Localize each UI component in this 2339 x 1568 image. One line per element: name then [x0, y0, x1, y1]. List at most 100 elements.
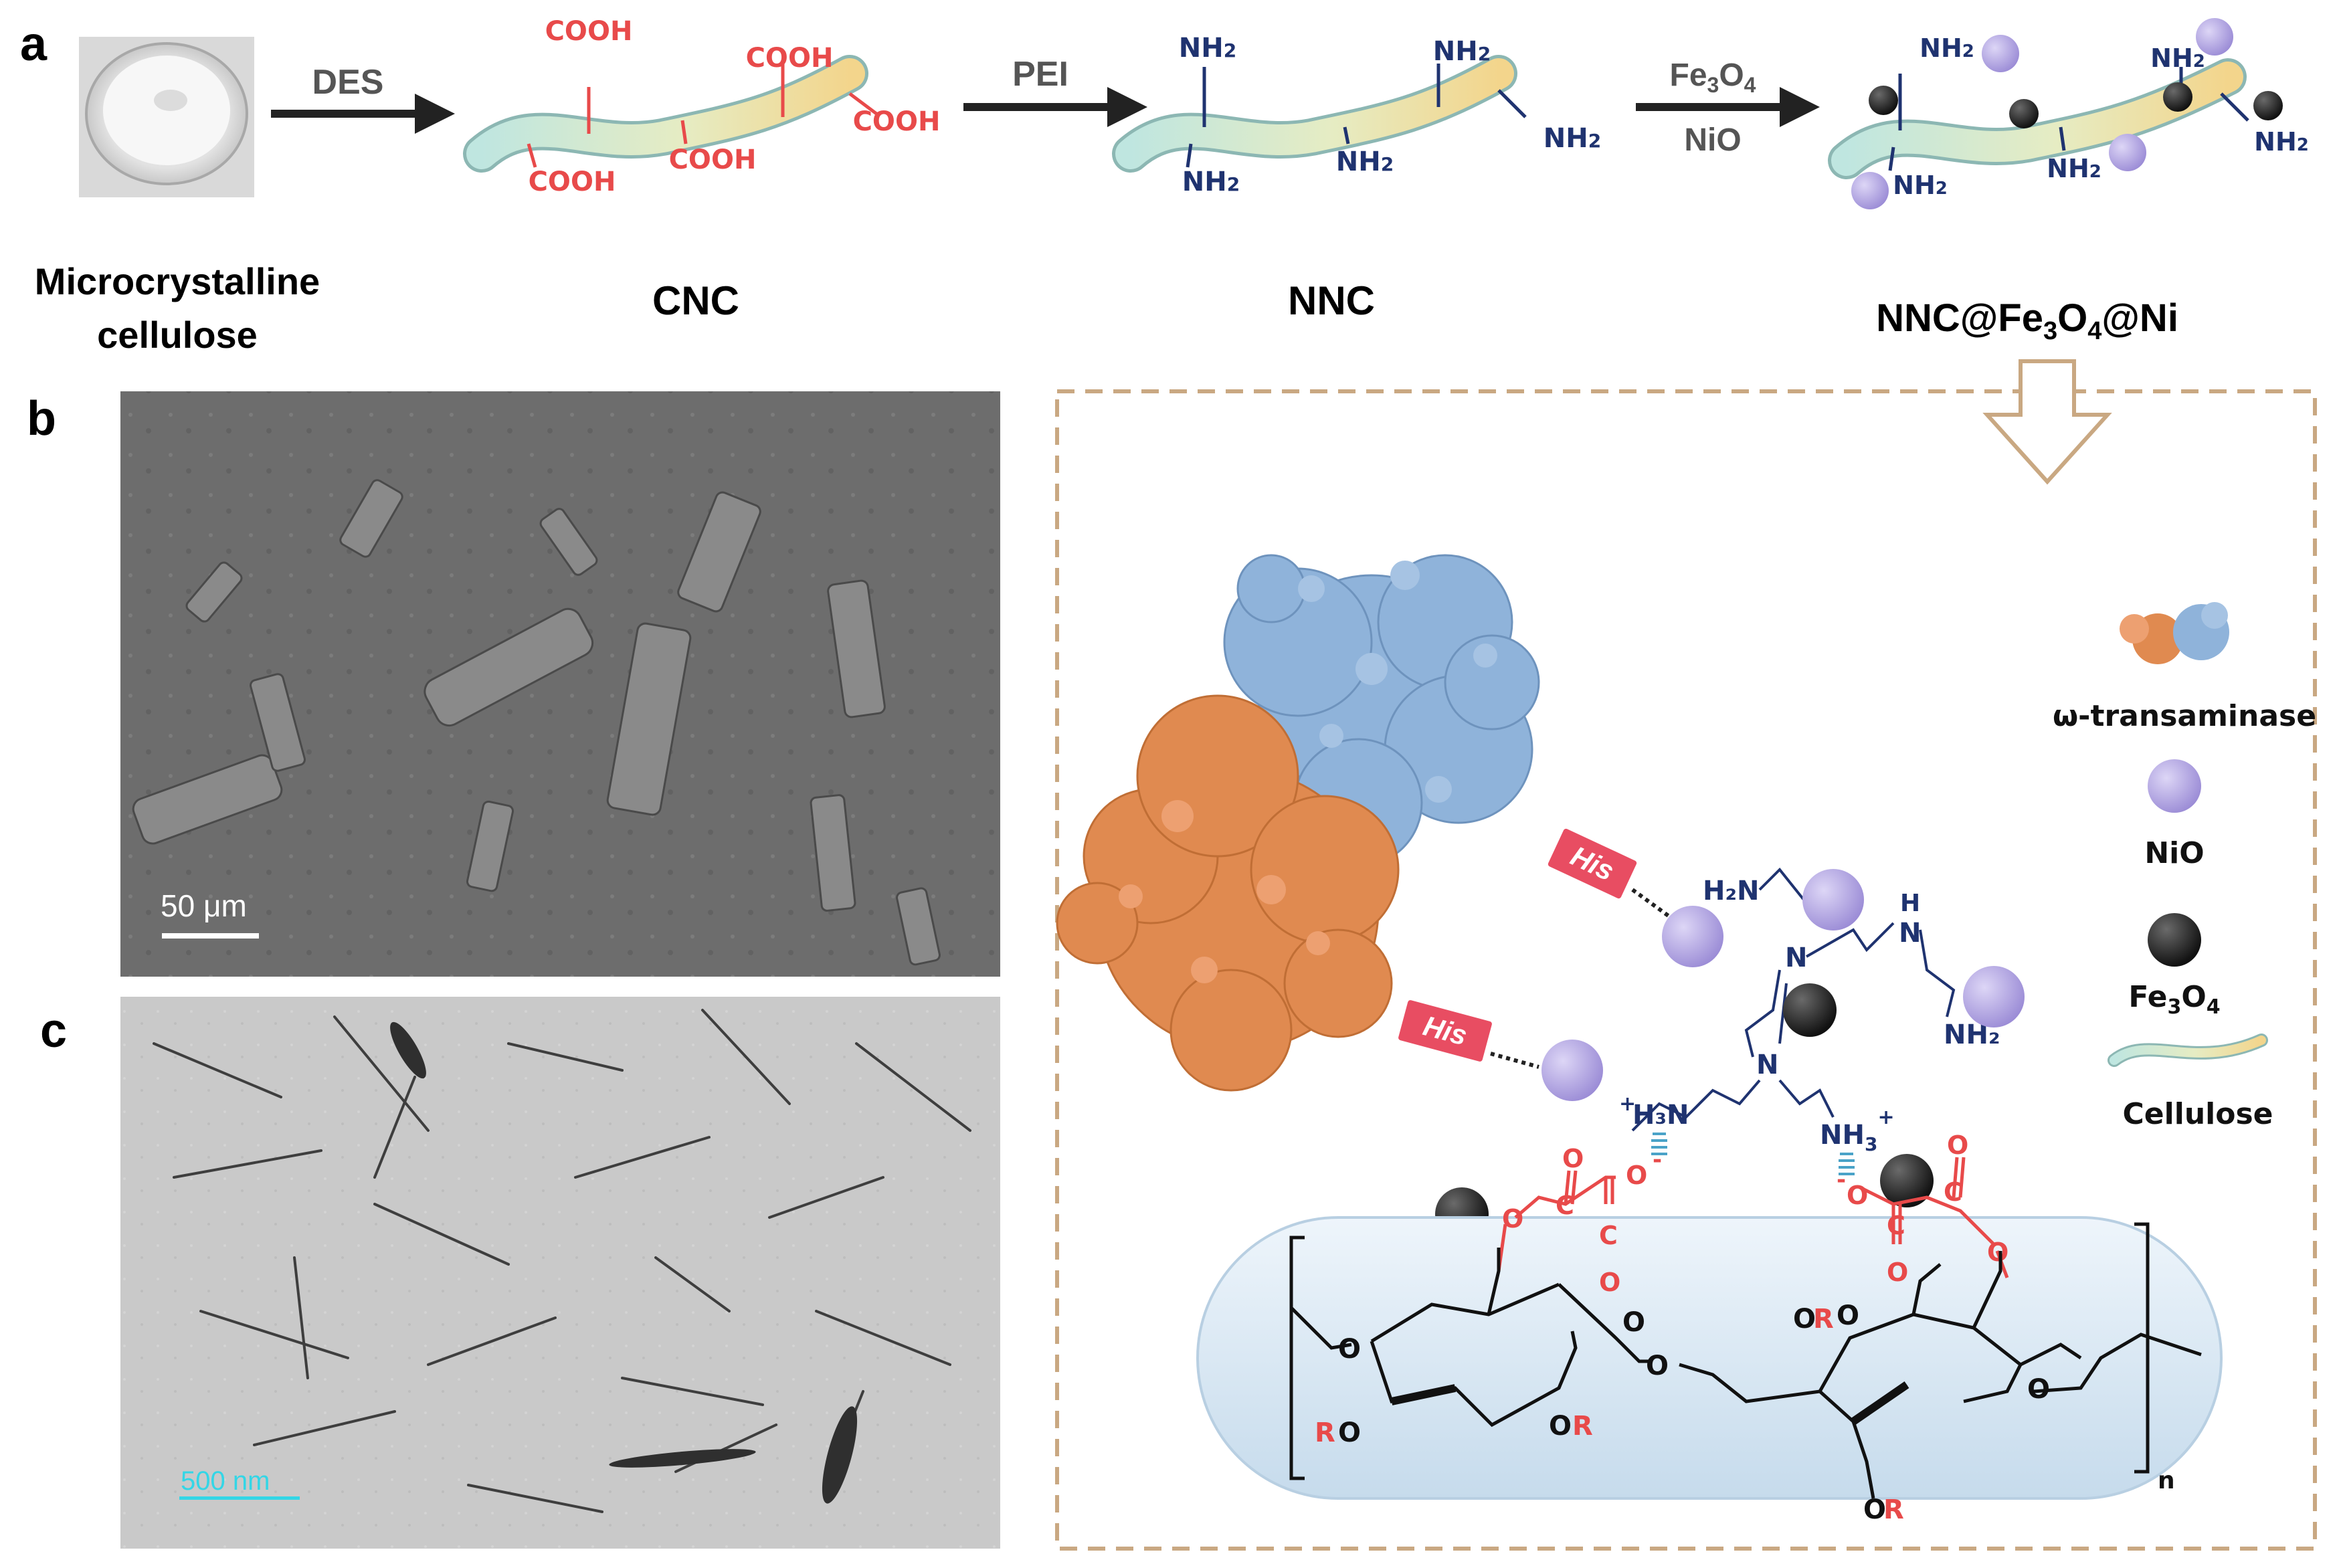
svg-text:NH2: NH2	[2047, 154, 2101, 183]
panel-label-a: a	[20, 17, 48, 71]
cooh-label: COOH	[529, 167, 616, 197]
oxalate-c: C	[1599, 1221, 1618, 1250]
fe3o4-particle	[1880, 1154, 1934, 1207]
svg-text:NH2: NH2	[1336, 146, 1394, 177]
oxalate-c: C	[1887, 1211, 1905, 1240]
cellulose-capsule	[1196, 1216, 2223, 1500]
pei-h: H	[1900, 890, 1920, 917]
cellulose-r: R	[1883, 1494, 1904, 1525]
svg-text:NH2: NH2	[1179, 33, 1236, 64]
legend-enzyme-icon	[2120, 602, 2229, 664]
cellulose-o: O	[1793, 1304, 1816, 1335]
pei-n-2: N	[1899, 918, 1921, 949]
nio-particle	[1541, 1040, 1603, 1101]
oxalate-o-minus: -	[1837, 1167, 1846, 1193]
nh2-labels-nnc: NH2 NH2 NH2 NH2 NH2	[1179, 33, 1601, 197]
mcc-photo	[79, 37, 254, 197]
cellulose-o: O	[1338, 1417, 1361, 1448]
pei-h2n: H₂N	[1703, 876, 1759, 906]
cellulose-o: O	[1646, 1351, 1669, 1381]
pei-h3n-plus: +	[1619, 1092, 1636, 1116]
cellulose-o: O	[1837, 1300, 1859, 1331]
legend-cellulose-label: Cellulose	[2123, 1097, 2273, 1131]
oxalate-o: O	[1502, 1204, 1523, 1234]
mcc-label-line1: Microcrystalline	[35, 260, 320, 302]
legend-fe3o4-label: Fe3O4	[2128, 980, 2220, 1019]
cnc-fiber	[463, 55, 878, 173]
legend-cellulose-icon	[2108, 1034, 2268, 1067]
arrow-pei-label: PEI	[1012, 55, 1068, 94]
sem-scale-bar-label: 50 μm	[161, 888, 247, 923]
oxalate-o-minus: -	[1653, 1147, 1662, 1173]
svg-text:NH2: NH2	[2254, 127, 2309, 157]
cellulose-o: O	[1338, 1334, 1361, 1365]
pei-nh3: NH3+	[1820, 1106, 1895, 1155]
svg-text:NH2: NH2	[1543, 123, 1601, 154]
arrow-pei	[963, 87, 1147, 127]
oxalate-o: O	[1987, 1238, 2008, 1267]
svg-text:NH2: NH2	[2150, 43, 2205, 73]
pei-h3n: H₃N	[1632, 1100, 1689, 1131]
oxalate-c: C	[1944, 1177, 1962, 1207]
down-hollow-arrow	[1982, 359, 2112, 485]
cellulose-o: O	[1863, 1494, 1886, 1525]
repeat-unit-n: n	[2158, 1467, 2175, 1494]
nio-particle	[1662, 906, 1723, 967]
oxalate-o: O	[1599, 1268, 1620, 1297]
mcc-label-line2: cellulose	[97, 314, 258, 356]
oxalate-linker-left	[1497, 1170, 1616, 1272]
oxalate-o: O	[1847, 1181, 1868, 1210]
enzyme-structure	[1056, 554, 1540, 1092]
legend-nio-icon	[2148, 759, 2201, 813]
pei-n-3: N	[1756, 1050, 1778, 1080]
cooh-label: COOH	[853, 106, 941, 137]
tem-scale-bar-label: 500 nm	[181, 1466, 270, 1496]
nio-particle	[1802, 869, 1864, 930]
oxalate-o: O	[1626, 1161, 1647, 1190]
arrow-des	[271, 94, 455, 134]
fe3o4-particle	[1783, 983, 1837, 1037]
nio-particle	[1963, 966, 2025, 1027]
cellulose-o: O	[1622, 1307, 1645, 1338]
his-tag-lower: His	[1398, 1000, 1539, 1069]
cellulose-o: O	[2027, 1374, 2050, 1405]
ionic-bond	[1651, 1133, 1855, 1175]
sem-image	[120, 391, 1000, 977]
cnc-label: CNC	[652, 278, 739, 323]
panel-label-c: c	[40, 1004, 67, 1058]
mechanism-dashed-box	[1055, 389, 2317, 1551]
cooh-label: COOH	[746, 43, 834, 74]
cooh-label: COOH	[669, 144, 757, 175]
pei-n-1: N	[1785, 943, 1807, 973]
oxalate-o: O	[1562, 1144, 1584, 1173]
nncfe-fiber	[1828, 18, 2283, 209]
nnc-label: NNC	[1288, 278, 1375, 323]
tem-image	[120, 997, 1000, 1549]
his-tag-upper: His	[1548, 828, 1671, 918]
oxalate-o: O	[1887, 1258, 1908, 1287]
panel-label-b: b	[27, 392, 56, 446]
svg-text:NH2: NH2	[1433, 36, 1491, 67]
nh2-labels-nncfe: NH2 NH2 NH2 NH2 NH2	[1893, 33, 2309, 200]
legend-nio-label: NiO	[2144, 836, 2204, 870]
oxalate-o: O	[1947, 1131, 1968, 1160]
nncfe-label: NNC@Fe3O4@Ni	[1876, 296, 2178, 345]
legend-enzyme-label: ω-transaminase	[2053, 699, 2316, 733]
arrow-fe3o4-nio	[1636, 87, 1820, 127]
legend-fe3o4-icon	[2148, 913, 2201, 967]
cellulose-r: R	[1315, 1417, 1335, 1448]
nnc-fiber	[1112, 55, 1527, 173]
cellulose-r: R	[1572, 1411, 1593, 1442]
svg-text:NH2: NH2	[1182, 167, 1240, 197]
arrow-fe3o4-label: Fe3O4	[1670, 58, 1756, 97]
svg-text:NH2: NH2	[1893, 171, 1948, 200]
cellulose-backbone	[1289, 1222, 2202, 1499]
cooh-label: COOH	[545, 16, 633, 47]
svg-text:NH2: NH2	[1920, 33, 1974, 63]
cellulose-o: O	[1549, 1411, 1572, 1442]
oxalate-c: C	[1556, 1191, 1574, 1220]
arrow-des-label: DES	[312, 63, 384, 102]
cellulose-r: R	[1813, 1304, 1834, 1335]
arrow-nio-label: NiO	[1684, 122, 1741, 158]
